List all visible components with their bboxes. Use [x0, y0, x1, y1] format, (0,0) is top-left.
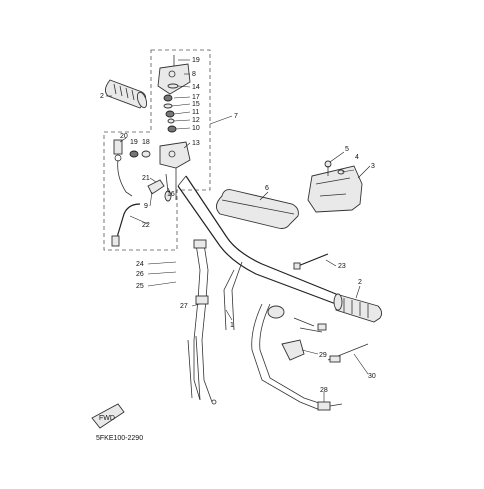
fwd-label: FWD [99, 415, 115, 422]
callout-13: 13 [192, 140, 200, 147]
callout-7: 7 [234, 113, 238, 120]
callout-23: 23 [338, 263, 346, 270]
fwd-arrow: FWD [91, 403, 125, 429]
throttle-housing [307, 160, 363, 213]
callout-19-left: 19 [130, 139, 138, 146]
callout-28: 28 [320, 387, 328, 394]
callout-labels: 19 8 14 17 15 11 12 10 13 7 20 19 18 21 … [100, 57, 376, 394]
callout-22: 22 [142, 222, 150, 229]
callout-17: 17 [192, 94, 200, 101]
callout-16: 16 [167, 191, 175, 198]
callout-1: 1 [230, 322, 234, 329]
callout-25: 25 [136, 283, 144, 290]
callout-2-right-visible: 2 [358, 279, 362, 286]
diagram-code: 5FKE100-2290 [96, 435, 143, 442]
callout-15: 15 [192, 101, 200, 108]
callout-9: 9 [144, 203, 148, 210]
pad-bolt [293, 253, 329, 270]
callout-6: 6 [265, 185, 269, 192]
callout-4: 4 [355, 154, 359, 161]
switch-assembly-box [103, 49, 211, 251]
cable-assembly [251, 303, 369, 411]
handlebar-pad [216, 189, 299, 229]
callout-10: 10 [192, 125, 200, 132]
switch-cover-parts [157, 55, 191, 200]
left-grip [105, 79, 148, 109]
leader-lines [106, 59, 371, 402]
lever-holder-parts [111, 139, 172, 247]
callout-12: 12 [192, 117, 200, 124]
callout-18: 18 [142, 139, 150, 146]
callout-26: 26 [136, 271, 144, 278]
right-grip [333, 293, 383, 323]
callout-27: 27 [180, 303, 188, 310]
callout-11: 11 [192, 109, 199, 116]
callout-19-top: 19 [192, 57, 200, 64]
callout-21: 21 [142, 175, 150, 182]
callout-3: 3 [371, 163, 375, 170]
callout-20: 20 [120, 133, 128, 140]
callout-2-left: 2 [100, 93, 104, 100]
callout-29: 29 [319, 352, 327, 359]
callout-8: 8 [192, 71, 196, 78]
handlebar [177, 175, 337, 331]
callout-30: 30 [368, 373, 376, 380]
throttle-cables [187, 239, 217, 405]
callout-5: 5 [345, 146, 349, 153]
callout-14: 14 [192, 84, 200, 91]
callout-24: 24 [136, 261, 144, 268]
